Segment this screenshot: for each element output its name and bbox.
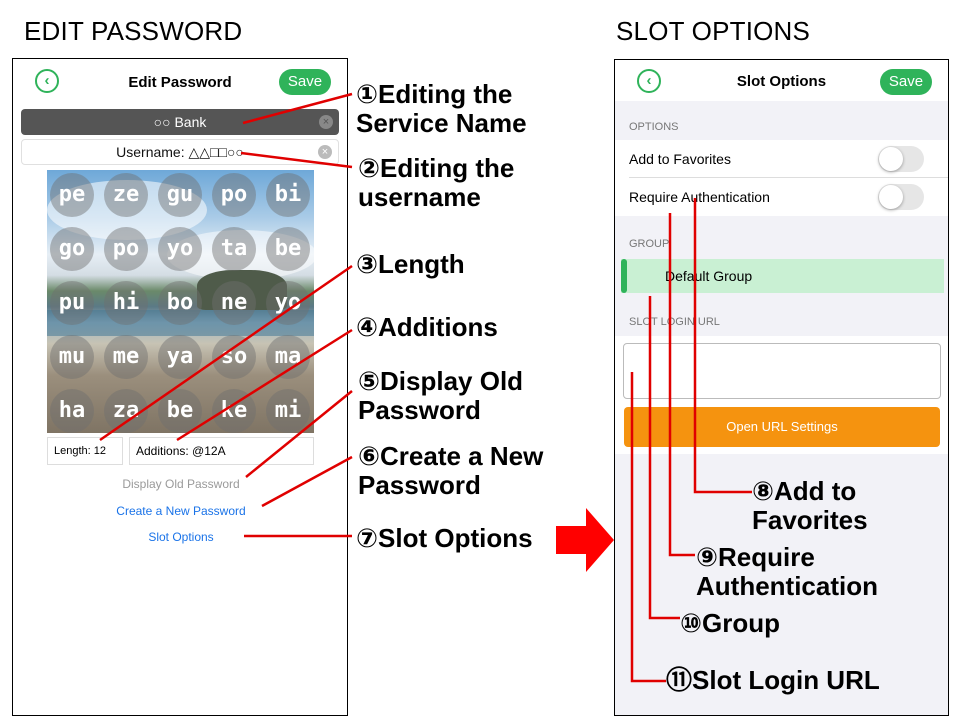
clear-icon[interactable]: × [318,145,332,159]
syllable-button[interactable]: po [104,227,148,271]
syllable-button[interactable]: yo [158,227,202,271]
annotation-length: ③Length [356,249,465,279]
annotation-additions: ④Additions [356,312,498,342]
require-authentication-toggle[interactable] [878,184,924,210]
group-section-header: GROUP [629,238,670,250]
clear-icon[interactable]: × [319,115,333,129]
syllable-button[interactable]: me [104,335,148,379]
length-field[interactable]: Length: 12 [47,437,123,465]
slot-save-button[interactable]: Save [880,69,932,95]
syllable-button[interactable]: ke [212,389,256,433]
require-authentication-label: Require Authentication [629,189,770,205]
group-color-bar [621,259,627,293]
syllable-button[interactable]: za [104,389,148,433]
add-to-favorites-row: Add to Favorites [615,140,948,178]
syllable-button[interactable]: pe [50,173,94,217]
syllable-button[interactable]: ha [50,389,94,433]
arrow-right-icon [556,508,614,572]
syllable-button[interactable]: be [266,227,310,271]
syllable-button[interactable]: ma [266,335,310,379]
syllable-button[interactable]: gu [158,173,202,217]
annotation-slot-options: ⑦Slot Options [356,523,533,553]
require-authentication-row: Require Authentication [615,178,948,216]
slot-page-title: Slot Options [736,73,827,90]
edit-password-screen: ‹ Edit Password Save ○○ Bank × Username:… [12,58,348,716]
slot-options-heading: SLOT OPTIONS [616,16,811,46]
url-section-header: SLOT LOGIN URL [629,316,720,328]
service-name-field[interactable]: ○○ Bank × [21,109,339,135]
display-old-password-link[interactable]: Display Old Password [122,477,240,491]
syllable-button[interactable]: ne [212,281,256,325]
edit-page-title: Edit Password [128,74,232,91]
syllable-button[interactable]: mu [50,335,94,379]
slot-navbar: ‹ Slot Options Save [615,60,948,101]
edit-navbar: ‹ Edit Password Save [13,59,347,105]
back-icon[interactable]: ‹ [35,69,59,93]
syllable-button[interactable]: bi [266,173,310,217]
service-name-value: ○○ Bank [153,114,207,130]
syllable-button[interactable]: yo [266,281,310,325]
additions-field[interactable]: Additions: @12A [129,437,314,465]
syllable-button[interactable]: ya [158,335,202,379]
group-value: Default Group [665,268,753,284]
username-field[interactable]: Username: △△□□○○ × [21,139,339,165]
options-section-header: OPTIONS [629,121,679,133]
slot-options-link[interactable]: Slot Options [148,530,214,544]
annotation-slot-login-url: ⑪Slot Login URL [666,665,880,695]
create-new-password-link[interactable]: Create a New Password [116,504,246,518]
syllable-button[interactable]: pu [50,281,94,325]
syllable-button[interactable]: mi [266,389,310,433]
edit-password-heading: EDIT PASSWORD [24,16,243,46]
save-button[interactable]: Save [279,69,331,95]
slot-login-url-input[interactable] [623,343,941,399]
syllable-button[interactable]: ze [104,173,148,217]
add-to-favorites-label: Add to Favorites [629,151,731,167]
back-icon[interactable]: ‹ [637,69,661,93]
syllable-button[interactable]: po [212,173,256,217]
username-value: Username: △△□□○○ [116,144,244,160]
syllable-button[interactable]: go [50,227,94,271]
group-selector[interactable]: Default Group [621,259,944,293]
syllable-button[interactable]: so [212,335,256,379]
syllable-button[interactable]: hi [104,281,148,325]
open-url-settings-button[interactable]: Open URL Settings [624,407,940,447]
syllable-button[interactable]: be [158,389,202,433]
annotation-group: ⑩Group [680,608,781,638]
add-to-favorites-toggle[interactable] [878,146,924,172]
slot-options-screen: ‹ Slot Options Save OPTIONS Add to Favor… [614,59,949,716]
syllable-button[interactable]: bo [158,281,202,325]
syllable-button[interactable]: ta [212,227,256,271]
